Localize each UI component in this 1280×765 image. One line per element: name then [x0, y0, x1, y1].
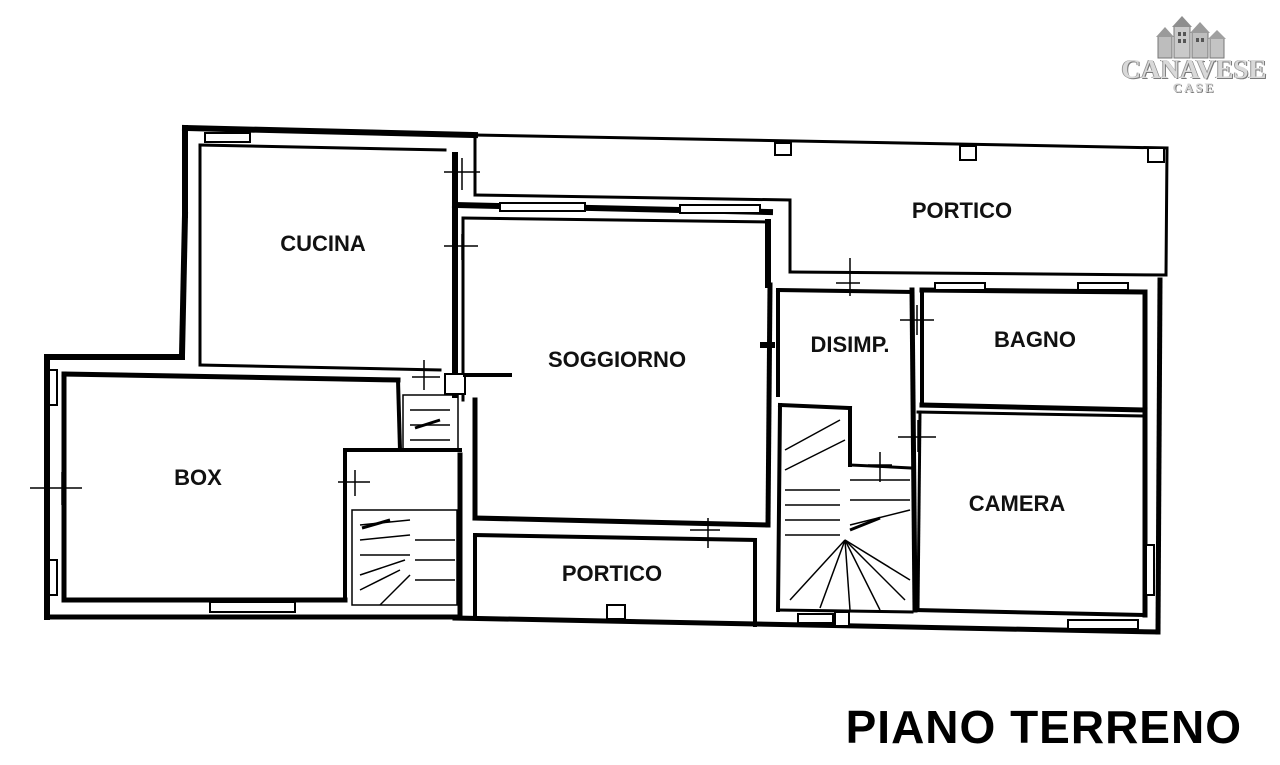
room-label-camera: CAMERA [969, 491, 1066, 516]
staircase-left [351, 394, 459, 606]
floor-title: PIANO TERRENO [845, 701, 1242, 753]
logo-wordmark: CANAVESE [1121, 54, 1267, 84]
room-label-box: BOX [174, 465, 222, 490]
room-label-bagno: BAGNO [994, 327, 1076, 352]
room-label-portico-bottom: PORTICO [562, 561, 662, 586]
agency-logo: CANAVESE CASE [1118, 14, 1270, 102]
windows [48, 132, 1155, 630]
room-label-portico-top: PORTICO [912, 198, 1012, 223]
staircase-right [784, 419, 911, 611]
room-label-disimpegno: DISIMP. [810, 332, 889, 357]
logo-subtitle: CASE [1172, 80, 1216, 95]
door-marks [30, 158, 936, 548]
room-label-soggiorno: SOGGIORNO [548, 347, 686, 372]
house-icon [1156, 16, 1226, 59]
room-label-cucina: CUCINA [280, 231, 366, 256]
walls [44, 124, 1169, 635]
pillars [444, 142, 1165, 627]
